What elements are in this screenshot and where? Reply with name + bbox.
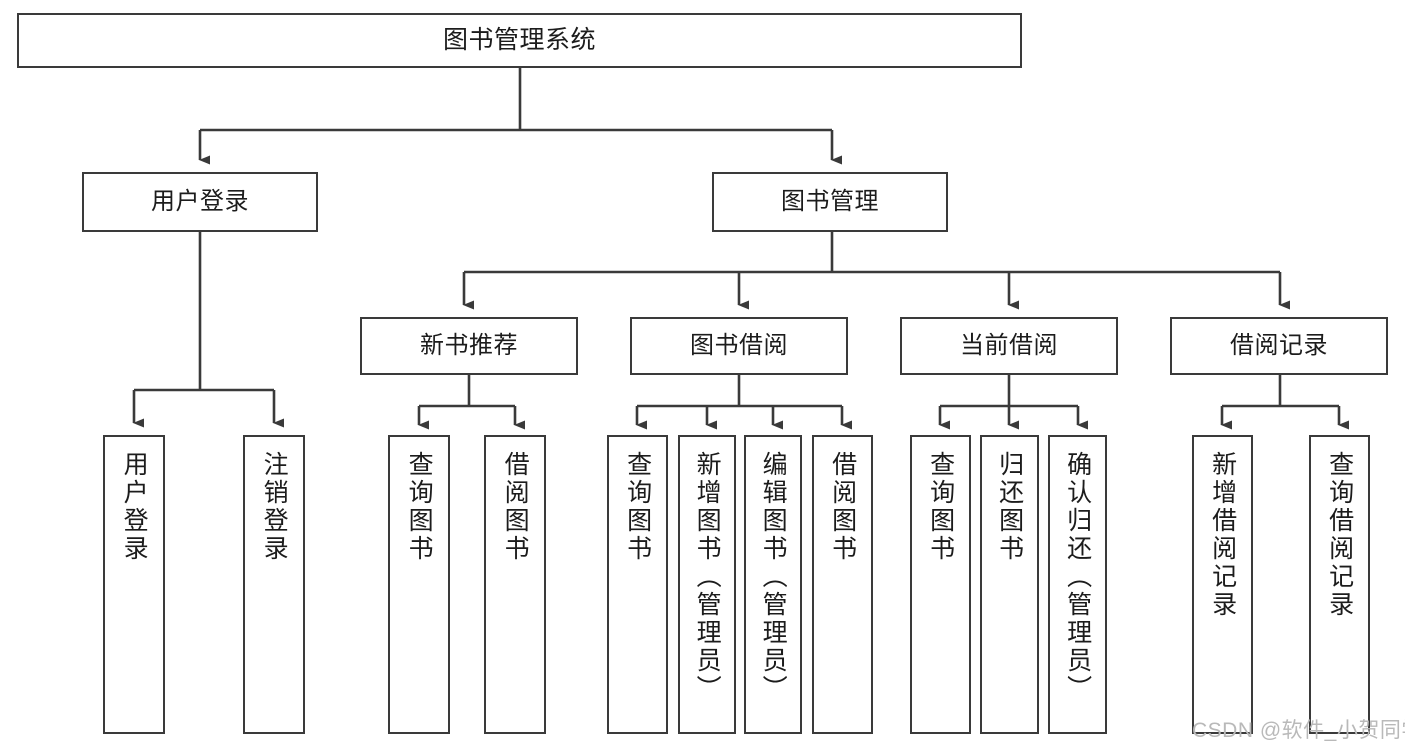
node-label: 归还图书 [995,451,1024,563]
node-leaf-query-record[interactable]: 查询借阅记录 [1309,435,1370,734]
node-leaf-edit-book[interactable]: 编辑图书（管理员） [744,435,802,734]
node-label: 新书推荐 [420,332,518,360]
node-label: 注销登录 [260,451,289,563]
node-leaf-add-book[interactable]: 新增图书（管理员） [678,435,736,734]
node-label: 查询借阅记录 [1325,451,1354,619]
node-leaf-confirm-return[interactable]: 确认归还（管理员） [1048,435,1107,734]
node-leaf-add-record[interactable]: 新增借阅记录 [1192,435,1253,734]
node-label: 查询图书 [926,451,955,563]
node-label: 图书管理系统 [442,26,596,55]
node-current-borrow[interactable]: 当前借阅 [900,317,1118,375]
node-leaf-return-book[interactable]: 归还图书 [980,435,1039,734]
node-leaf-user-login[interactable]: 用户登录 [103,435,165,734]
node-new-book-recommend[interactable]: 新书推荐 [360,317,578,375]
node-label: 编辑图书（管理员） [759,451,788,703]
node-user-login[interactable]: 用户登录 [82,172,318,232]
node-label: 用户登录 [120,451,149,563]
node-label: 新增图书（管理员） [693,451,722,703]
node-label: 用户登录 [151,188,249,216]
node-label: 确认归还（管理员） [1063,451,1092,703]
node-borrow-record[interactable]: 借阅记录 [1170,317,1388,375]
node-label: 借阅记录 [1230,332,1328,360]
node-leaf-query-book-1[interactable]: 查询图书 [388,435,450,734]
node-book-borrow[interactable]: 图书借阅 [630,317,848,375]
node-label: 查询图书 [405,451,434,563]
node-book-management[interactable]: 图书管理 [712,172,948,232]
node-label: 查询图书 [623,451,652,563]
node-label: 借阅图书 [828,451,857,563]
node-label: 借阅图书 [501,451,530,563]
node-label: 新增借阅记录 [1208,451,1237,619]
node-leaf-borrow-book-2[interactable]: 借阅图书 [812,435,873,734]
watermark-text: CSDN @软件_小贺同学 [1192,719,1405,742]
node-label: 图书管理 [781,188,879,216]
node-leaf-borrow-book-1[interactable]: 借阅图书 [484,435,546,734]
node-label: 图书借阅 [690,332,788,360]
node-label: 当前借阅 [960,332,1058,360]
node-leaf-query-book-2[interactable]: 查询图书 [607,435,668,734]
node-root-book-management-system[interactable]: 图书管理系统 [17,13,1022,68]
node-leaf-query-book-3[interactable]: 查询图书 [910,435,971,734]
node-leaf-logout-login[interactable]: 注销登录 [243,435,305,734]
